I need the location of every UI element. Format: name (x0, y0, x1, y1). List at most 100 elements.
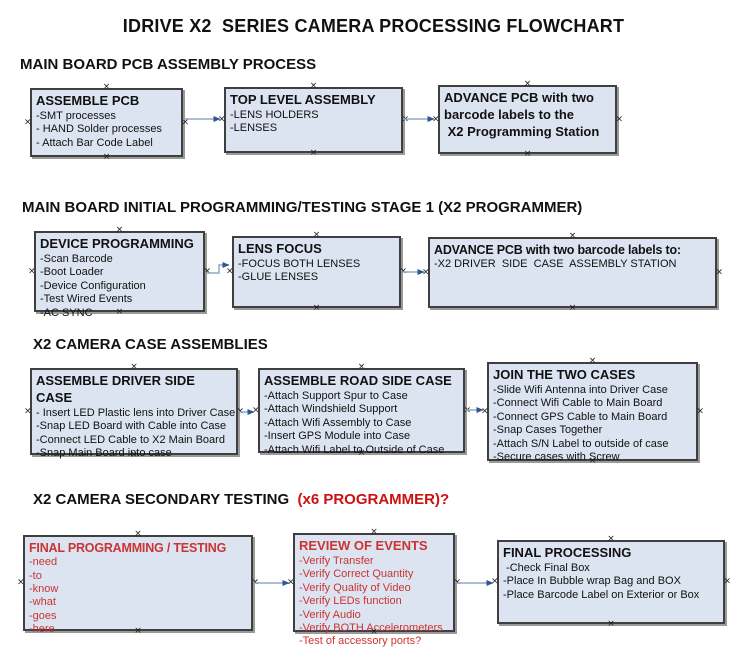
box-items: -need-to-know-what-goes-here (29, 556, 247, 636)
box-item: -need (29, 556, 58, 569)
box-item: -Scan Barcode (40, 252, 113, 265)
box-item: - Attach Bar Code Label (36, 136, 153, 149)
box-item: -SMT processes (36, 109, 116, 122)
box-item: -Verify BOTH Accelerometers (299, 621, 443, 634)
connector-handle-icon: × (130, 362, 138, 372)
box-title: ASSEMBLE PCB (36, 93, 140, 108)
connector-handle-icon: × (523, 79, 532, 89)
flow-box-advance-pcb-programming-station: ADVANCE PCB with two barcode labels to t… (432, 80, 623, 159)
connector-handle-icon: × (463, 405, 471, 415)
section-heading-red-text: (x6 PROGRAMMER)? (293, 491, 450, 508)
box-items: -Scan Barcode-Boot Loader-Device Configu… (40, 253, 199, 320)
connector-handle-icon: × (28, 266, 36, 276)
box-item: -Connect GPS Cable to Main Board (493, 410, 668, 423)
box-item: - Insert LED Plastic lens into Driver Ca… (36, 406, 236, 419)
box-title: DEVICE PROGRAMMING (40, 236, 194, 251)
flow-box-assemble-driver-side-case: ASSEMBLE DRIVER SIDE CASE - Insert LED P… (24, 363, 244, 460)
box-item: -GLUE LENSES (238, 271, 319, 284)
box-item: -Attach Windshield Support (264, 403, 398, 416)
box-items: -X2 DRIVER SIDE CASE ASSEMBLY STATION (434, 258, 711, 271)
connector-handle-icon: × (287, 577, 295, 587)
box-items: -Verify Transfer-Verify Correct Quantity… (299, 555, 449, 649)
box-item: -AC SYNC (40, 306, 93, 319)
connector-handle-icon: × (181, 117, 189, 127)
section-heading-pcb-assembly: MAIN BOARD PCB ASSEMBLY PROCESS (20, 56, 317, 73)
connector-handle-icon: × (481, 406, 489, 416)
connector-handle-icon: × (422, 267, 430, 277)
connector-handle-icon: × (399, 266, 407, 277)
connector-handle-icon: × (24, 406, 32, 416)
box-item: - HAND Solder processes (36, 123, 162, 136)
flow-box-device-programming: DEVICE PROGRAMMING -Scan Barcode-Boot Lo… (28, 226, 211, 319)
connector-handle-icon: × (251, 577, 259, 588)
flow-box-assemble-road-side-case: ASSEMBLE ROAD SIDE CASE -Attach Support … (252, 363, 471, 458)
box-item: -LENS HOLDERS (230, 108, 319, 121)
box-item: -LENSES (230, 122, 278, 135)
connector-handle-icon: × (226, 266, 234, 277)
connector-handle-icon: × (568, 231, 577, 241)
flow-box-final-processing: FINAL PROCESSING -Check Final Box-Place … (491, 535, 731, 629)
box-title: JOIN THE TWO CASES (493, 367, 636, 382)
connector-handle-icon: × (453, 577, 461, 587)
box-item: -Verify Transfer (299, 554, 374, 567)
box-title: REVIEW OF EVENTS (299, 538, 428, 553)
flow-box-final-programming-testing: FINAL PROGRAMMING / TESTING -need-to-kno… (17, 530, 259, 636)
box-item: -Snap Main Board into case (36, 447, 172, 459)
box-title: ADVANCE PCB with two barcode labels to t… (444, 90, 600, 139)
box-item: -Slide Wifi Antenna into Driver Case (493, 383, 668, 396)
box-item: -FOCUS BOTH LENSES (238, 257, 361, 270)
box-item: -Snap Cases Together (493, 424, 603, 437)
connector-handle-icon: × (309, 81, 318, 91)
box-item: -what (29, 596, 56, 609)
box-items: -SMT processes- HAND Solder processes- A… (36, 110, 177, 150)
flow-arrow-d-e (205, 262, 230, 274)
box-items: - Insert LED Plastic lens into Driver Ca… (36, 406, 236, 461)
flow-box-advance-pcb-driver-side: ADVANCE PCB with two barcode labels to: … (422, 232, 723, 313)
box-item: -Verify Audio (299, 608, 361, 621)
box-item: -Connect Wifi Cable to Main Board (493, 397, 663, 410)
connector-handle-icon: × (723, 576, 731, 587)
box-item: -here (29, 623, 55, 636)
section-heading-text: X2 CAMERA SECONDARY TESTING (33, 491, 294, 508)
box-title: ASSEMBLE DRIVER SIDE CASE (36, 373, 199, 405)
box-item: -Attach S/N Label to outside of case (493, 437, 669, 450)
box-item: -Place In Bubble wrap Bag and BOX (503, 575, 681, 588)
box-item: -Device Configuration (40, 279, 146, 292)
connector-handle-icon: × (615, 114, 623, 124)
connector-handle-icon: × (370, 527, 378, 537)
flow-box-assemble-pcb: ASSEMBLE PCB -SMT processes- HAND Solder… (24, 83, 189, 162)
flow-box-top-level-assembly: TOP LEVEL ASSEMBLY -LENS HOLDERS-LENSES … (218, 82, 409, 158)
box-items: -Check Final Box-Place In Bubble wrap Ba… (503, 562, 719, 602)
box-item: -Secure cases with Screw (493, 450, 620, 463)
connector-handle-icon: × (218, 114, 226, 125)
connector-handle-icon: × (312, 303, 321, 313)
box-item: -Test Wired Events (40, 293, 133, 306)
connector-handle-icon: × (312, 230, 321, 240)
connector-handle-icon: × (102, 152, 111, 162)
box-item: -know (29, 583, 59, 596)
connector-handle-icon: × (115, 225, 124, 235)
connector-handle-icon: × (432, 114, 440, 124)
box-title: ADVANCE PCB with two barcode labels to: (434, 243, 681, 257)
box-item: -Verify LEDs function (299, 595, 402, 608)
connector-handle-icon: × (568, 303, 577, 313)
section-heading-case-assemblies: X2 CAMERA CASE ASSEMBLIES (33, 336, 268, 353)
connector-handle-icon: × (607, 619, 615, 629)
connector-handle-icon: × (252, 405, 260, 415)
box-item: -Attach Wifi Assembly to Case (264, 416, 412, 429)
connector-handle-icon: × (134, 529, 142, 539)
box-item: -Connect LED Cable to X2 Main Board (36, 433, 225, 446)
connector-handle-icon: × (607, 534, 615, 544)
box-items: -LENS HOLDERS-LENSES (230, 109, 397, 136)
connector-handle-icon: × (102, 82, 111, 92)
box-item: -X2 DRIVER SIDE CASE ASSEMBLY STATION (434, 258, 677, 271)
flow-box-join-the-two-cases: JOIN THE TWO CASES -Slide Wifi Antenna i… (481, 357, 704, 466)
page-title: IDRIVE X2 SERIES CAMERA PROCESSING FLOWC… (122, 16, 625, 36)
connector-handle-icon: × (696, 406, 704, 416)
box-items: -Attach Support Spur to Case-Attach Wind… (264, 390, 459, 457)
box-item: -Insert GPS Module into Case (264, 430, 411, 443)
box-item: -Boot Loader (40, 266, 104, 279)
connector-handle-icon: × (17, 577, 25, 588)
box-title: FINAL PROGRAMMING / TESTING (29, 541, 227, 555)
box-item: -goes (29, 609, 57, 622)
